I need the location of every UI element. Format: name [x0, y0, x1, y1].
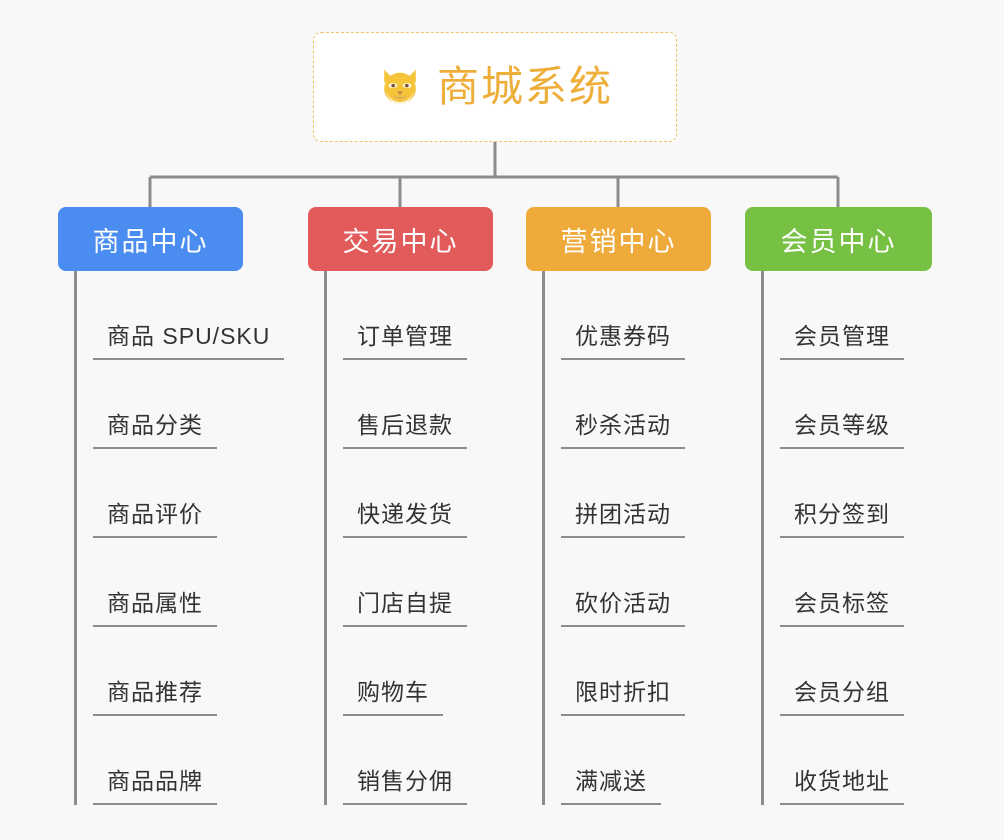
leaf-label: 商品推荐 — [93, 679, 217, 716]
list-item[interactable]: 商品推荐 — [93, 627, 284, 716]
leaf-label: 收货地址 — [780, 768, 904, 805]
list-item[interactable]: 收货地址 — [780, 716, 932, 805]
leaf-label: 拼团活动 — [561, 501, 685, 538]
leaf-label: 商品属性 — [93, 590, 217, 627]
list-item[interactable]: 会员等级 — [780, 360, 932, 449]
root-title: 商城系统 — [436, 63, 613, 110]
list-item[interactable]: 砍价活动 — [561, 538, 711, 627]
leaf-stack-0: 商品 SPU/SKU 商品分类 商品评价 商品属性 商品推荐 商品品牌 — [74, 271, 285, 805]
branch-column-1: 交易中心 订单管理 售后退款 快递发货 门店自提 购物车 销售分佣 — [308, 207, 493, 805]
leaf-label: 订单管理 — [343, 323, 467, 360]
leaf-label: 商品品牌 — [93, 768, 217, 805]
list-item[interactable]: 秒杀活动 — [561, 360, 711, 449]
leaf-label: 砍价活动 — [561, 590, 685, 627]
shiba-dog-face-icon — [377, 64, 423, 110]
leaf-label: 销售分佣 — [343, 768, 467, 805]
leaf-stack-3: 会员管理 会员等级 积分签到 会员标签 会员分组 收货地址 — [761, 271, 932, 805]
leaf-label: 售后退款 — [343, 412, 467, 449]
list-item[interactable]: 会员标签 — [780, 538, 932, 627]
leaf-label: 商品评价 — [93, 501, 217, 538]
list-item[interactable]: 商品评价 — [93, 449, 284, 538]
branch-header-label: 会员中心 — [780, 226, 897, 257]
branch-header-0[interactable]: 商品中心 — [58, 207, 243, 271]
list-item[interactable]: 积分签到 — [780, 449, 932, 538]
leaf-label: 购物车 — [343, 679, 443, 716]
list-item[interactable]: 商品 SPU/SKU — [93, 271, 285, 360]
list-item[interactable]: 购物车 — [343, 627, 493, 716]
list-item[interactable]: 商品分类 — [93, 360, 284, 449]
branch-column-0: 商品中心 商品 SPU/SKU 商品分类 商品评价 商品属性 商品推荐 商品品牌 — [58, 207, 285, 805]
leaf-label: 会员标签 — [780, 590, 904, 627]
leaf-label: 会员分组 — [780, 679, 904, 716]
list-item[interactable]: 商品品牌 — [93, 716, 284, 805]
list-item[interactable]: 售后退款 — [343, 360, 493, 449]
list-item[interactable]: 拼团活动 — [561, 449, 711, 538]
leaf-label: 会员管理 — [780, 323, 904, 360]
leaf-label: 限时折扣 — [561, 679, 685, 716]
list-item[interactable]: 会员管理 — [780, 271, 932, 360]
branch-header-2[interactable]: 营销中心 — [526, 207, 711, 271]
list-item[interactable]: 销售分佣 — [343, 716, 493, 805]
branch-header-3[interactable]: 会员中心 — [745, 207, 932, 271]
list-item[interactable]: 商品属性 — [93, 538, 284, 627]
leaf-label: 商品 SPU/SKU — [93, 323, 285, 360]
branch-header-label: 营销中心 — [560, 226, 677, 257]
list-item[interactable]: 快递发货 — [343, 449, 493, 538]
leaf-label: 会员等级 — [780, 412, 904, 449]
branch-column-2: 营销中心 优惠券码 秒杀活动 拼团活动 砍价活动 限时折扣 满减送 — [526, 207, 711, 805]
branch-column-3: 会员中心 会员管理 会员等级 积分签到 会员标签 会员分组 收货地址 — [745, 207, 932, 805]
leaf-stack-2: 优惠券码 秒杀活动 拼团活动 砍价活动 限时折扣 满减送 — [542, 271, 711, 805]
leaf-label: 优惠券码 — [561, 323, 685, 360]
leaf-label: 商品分类 — [93, 412, 217, 449]
leaf-label: 快递发货 — [343, 501, 467, 538]
root-node[interactable]: 商城系统 — [313, 32, 677, 142]
leaf-stack-1: 订单管理 售后退款 快递发货 门店自提 购物车 销售分佣 — [324, 271, 493, 805]
leaf-label: 积分签到 — [780, 501, 904, 538]
list-item[interactable]: 会员分组 — [780, 627, 932, 716]
branch-header-1[interactable]: 交易中心 — [308, 207, 493, 271]
branch-header-label: 商品中心 — [92, 226, 209, 257]
leaf-label: 门店自提 — [343, 590, 467, 627]
list-item[interactable]: 满减送 — [561, 716, 711, 805]
list-item[interactable]: 门店自提 — [343, 538, 493, 627]
branch-header-label: 交易中心 — [342, 226, 459, 257]
leaf-label: 满减送 — [561, 768, 661, 805]
list-item[interactable]: 优惠券码 — [561, 271, 711, 360]
leaf-label: 秒杀活动 — [561, 412, 685, 449]
list-item[interactable]: 订单管理 — [343, 271, 493, 360]
list-item[interactable]: 限时折扣 — [561, 627, 711, 716]
